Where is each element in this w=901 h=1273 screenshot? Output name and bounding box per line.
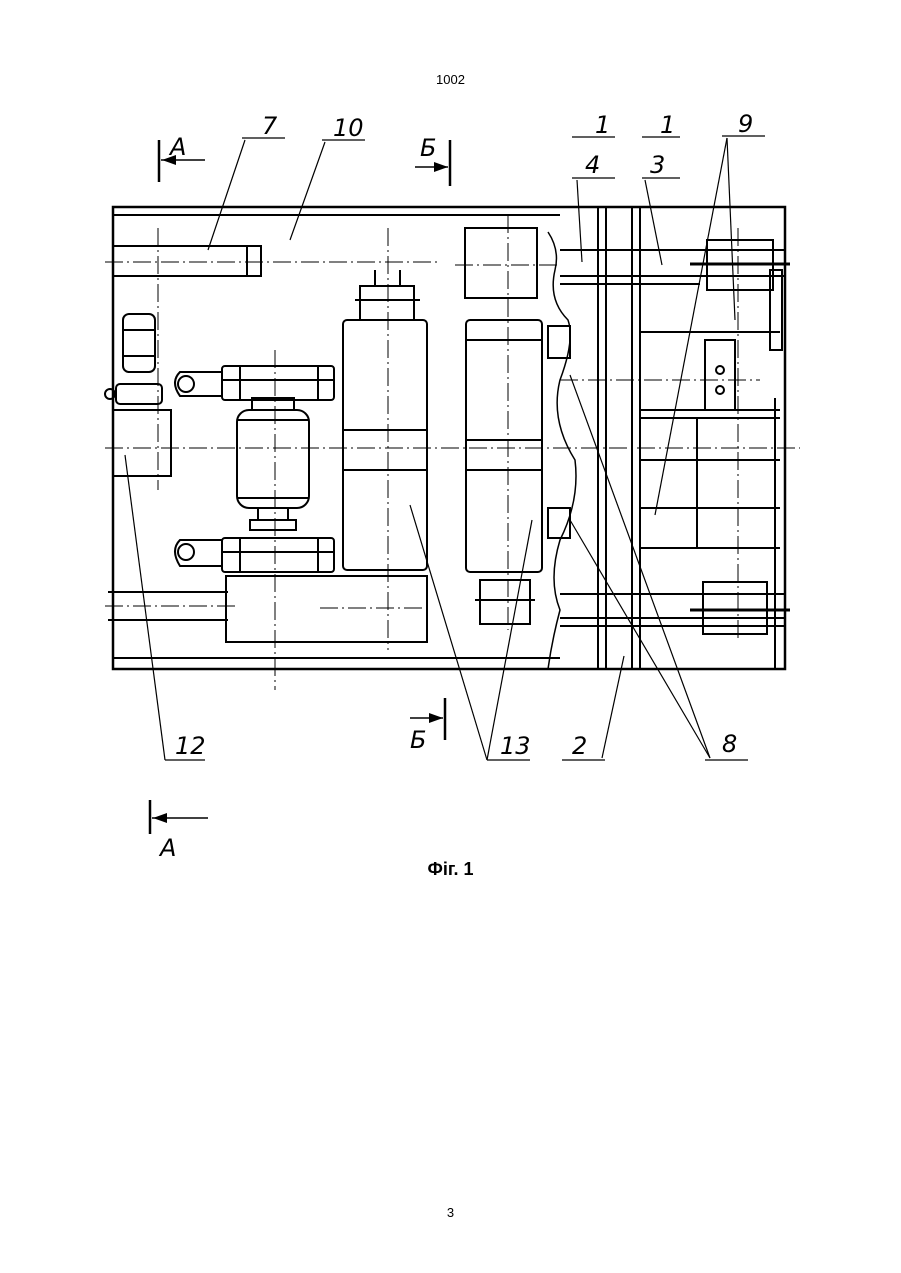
section-mark-a-bottom: А — [158, 834, 176, 862]
section-mark-a-top: А — [168, 133, 186, 161]
roll-13-left — [343, 320, 427, 570]
callout-3: 3 — [650, 151, 665, 179]
central-drum — [237, 410, 309, 508]
callout-9: 9 — [738, 110, 753, 138]
callout-1-right: 1 — [660, 111, 675, 139]
callout-12: 12 — [175, 732, 206, 760]
figure-caption: Фіг. 1 — [0, 859, 901, 880]
callout-8: 8 — [722, 730, 737, 758]
roll-13-right — [466, 320, 542, 572]
motor-body — [123, 314, 155, 372]
callout-4: 4 — [585, 151, 600, 179]
section-mark-b-bottom: Б — [410, 726, 426, 754]
callout-13: 13 — [500, 732, 531, 760]
callout-1-left: 1 — [595, 111, 610, 139]
technical-drawing: А Б Б А 7 10 1 4 1 3 9 12 13 2 8 — [0, 0, 901, 900]
lower-housing — [226, 576, 427, 642]
section-mark-b-top: Б — [420, 134, 436, 162]
drive-unit-12 — [113, 410, 171, 476]
motor-coupling — [116, 384, 162, 404]
left-rail-end — [247, 246, 261, 276]
callout-7: 7 — [262, 112, 278, 140]
page-number: 3 — [0, 1205, 901, 1220]
callout-2: 2 — [572, 732, 587, 760]
upper-bearing-block — [465, 228, 537, 298]
callout-10: 10 — [333, 114, 364, 142]
